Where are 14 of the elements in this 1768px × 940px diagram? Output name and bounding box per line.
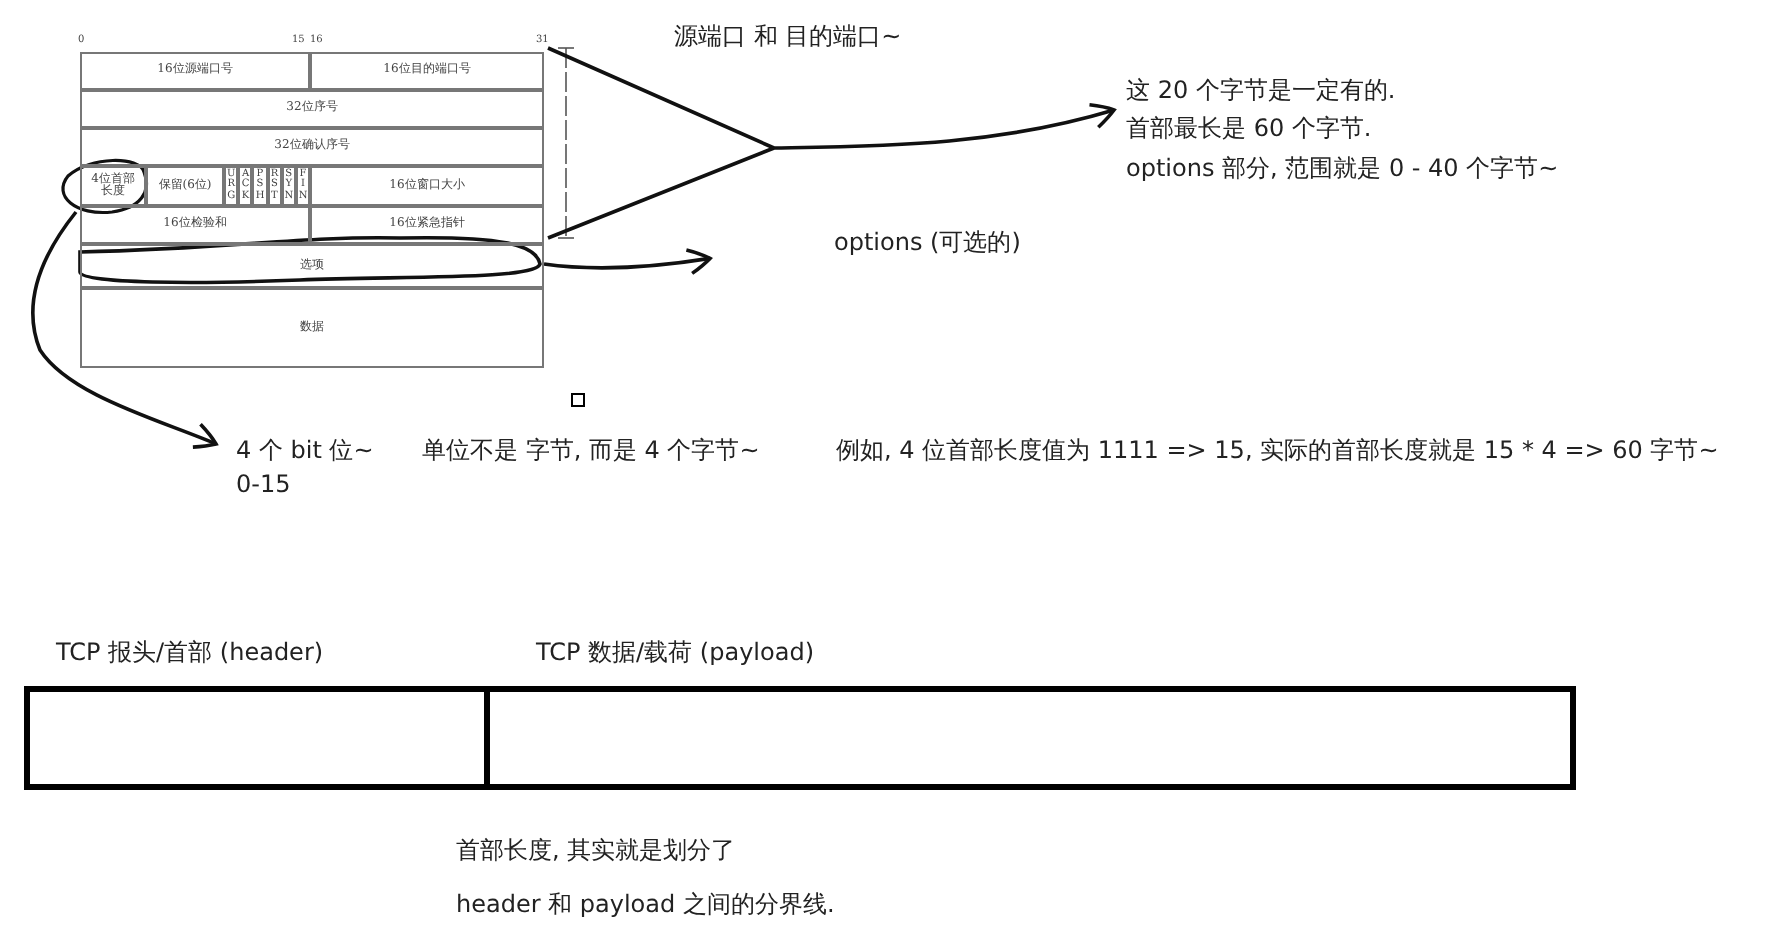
- note-text: 0-15: [236, 470, 293, 500]
- note-text: 源端口 和 目的端口~: [674, 22, 902, 51]
- arrow: [546, 46, 1116, 240]
- note-text: options 部分, 范围就是 0 - 40 个字节~: [1126, 153, 1559, 183]
- note-text: 4 个 bit 位~: [236, 436, 374, 465]
- note-text: 首部长度, 其实就是划分了: [456, 836, 736, 865]
- note-text: 例如, 4 位首部长度值为 1111 => 15, 实际的首部长度就是 15 * 4 => 60 字节~: [836, 436, 1719, 465]
- note-text: options (可选的): [834, 228, 1021, 257]
- section-heading: TCP 报头/首部 (header): [56, 638, 324, 667]
- note-text: header 和 payload 之间的分界线.: [456, 890, 835, 919]
- note-text: 这 20 个字节是一定有的.: [1126, 76, 1398, 105]
- note-text: 单位不是 字节, 而是 4 个字节~: [422, 436, 760, 465]
- section-heading: TCP 数据/载荷 (payload): [536, 638, 814, 667]
- note-text: 首部最长是 60 个字节.: [1126, 114, 1374, 144]
